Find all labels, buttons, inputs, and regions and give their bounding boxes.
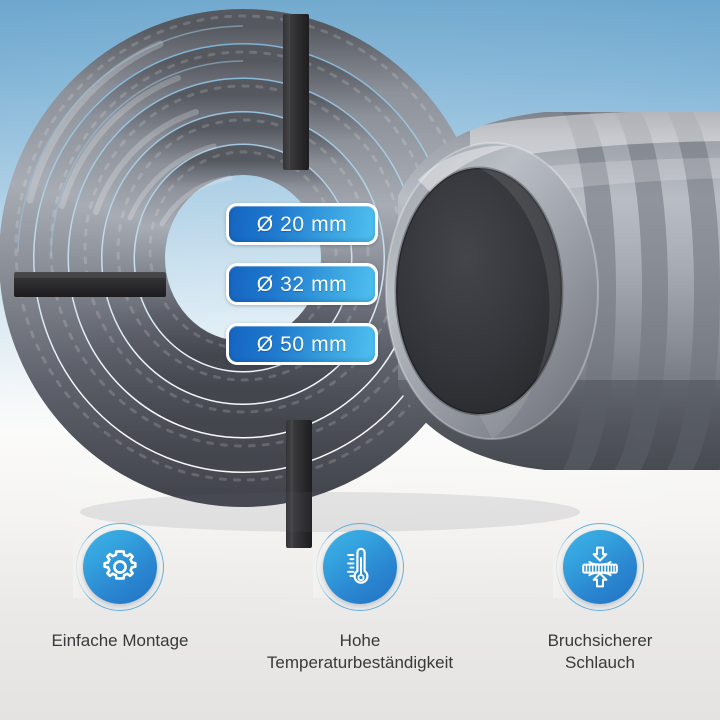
diameter-badge-label: Ø 20 mm	[256, 212, 348, 236]
feature-item-einfache-montage: Einfache Montage	[0, 520, 240, 710]
feature-caption: Einfache Montage	[51, 631, 189, 650]
feature-item-bruchsicherer-schlauch: Bruchsicherer Schlauch	[480, 520, 720, 710]
diameter-badge-label: Ø 50 mm	[256, 332, 348, 356]
feature-icon-circle	[83, 530, 157, 604]
thermometer-icon	[347, 547, 369, 584]
feature-icon-circle	[323, 530, 397, 604]
feature-list: Einfache Montage	[0, 520, 720, 710]
feature-icon-circle	[563, 530, 637, 604]
feature-icon-wrap	[73, 520, 167, 614]
feature-icon-wrap	[553, 520, 647, 614]
feature-caption: Hohe Temperaturbeständigkeit	[266, 631, 454, 673]
feature-caption: Bruchsicherer Schlauch	[547, 631, 653, 673]
diameter-badge-fill: Ø 50 mm	[229, 326, 375, 362]
diameter-badge-fill: Ø 32 mm	[229, 266, 375, 302]
feature-icon-wrap	[313, 520, 407, 614]
diameter-badge-fill: Ø 20 mm	[229, 206, 375, 242]
diameter-badge-list: Ø 20 mm Ø 32 mm Ø 50 mm	[226, 203, 378, 383]
diameter-badge[interactable]: Ø 50 mm	[226, 323, 378, 365]
gear-icon	[103, 550, 137, 580]
compression-resistant-hose-icon	[582, 546, 618, 588]
diameter-badge-label: Ø 32 mm	[256, 272, 348, 296]
diameter-badge[interactable]: Ø 20 mm	[226, 203, 378, 245]
feature-item-hohe-temperaturbestaendigkeit: Hohe Temperaturbeständigkeit	[240, 520, 480, 710]
diameter-badge[interactable]: Ø 32 mm	[226, 263, 378, 305]
